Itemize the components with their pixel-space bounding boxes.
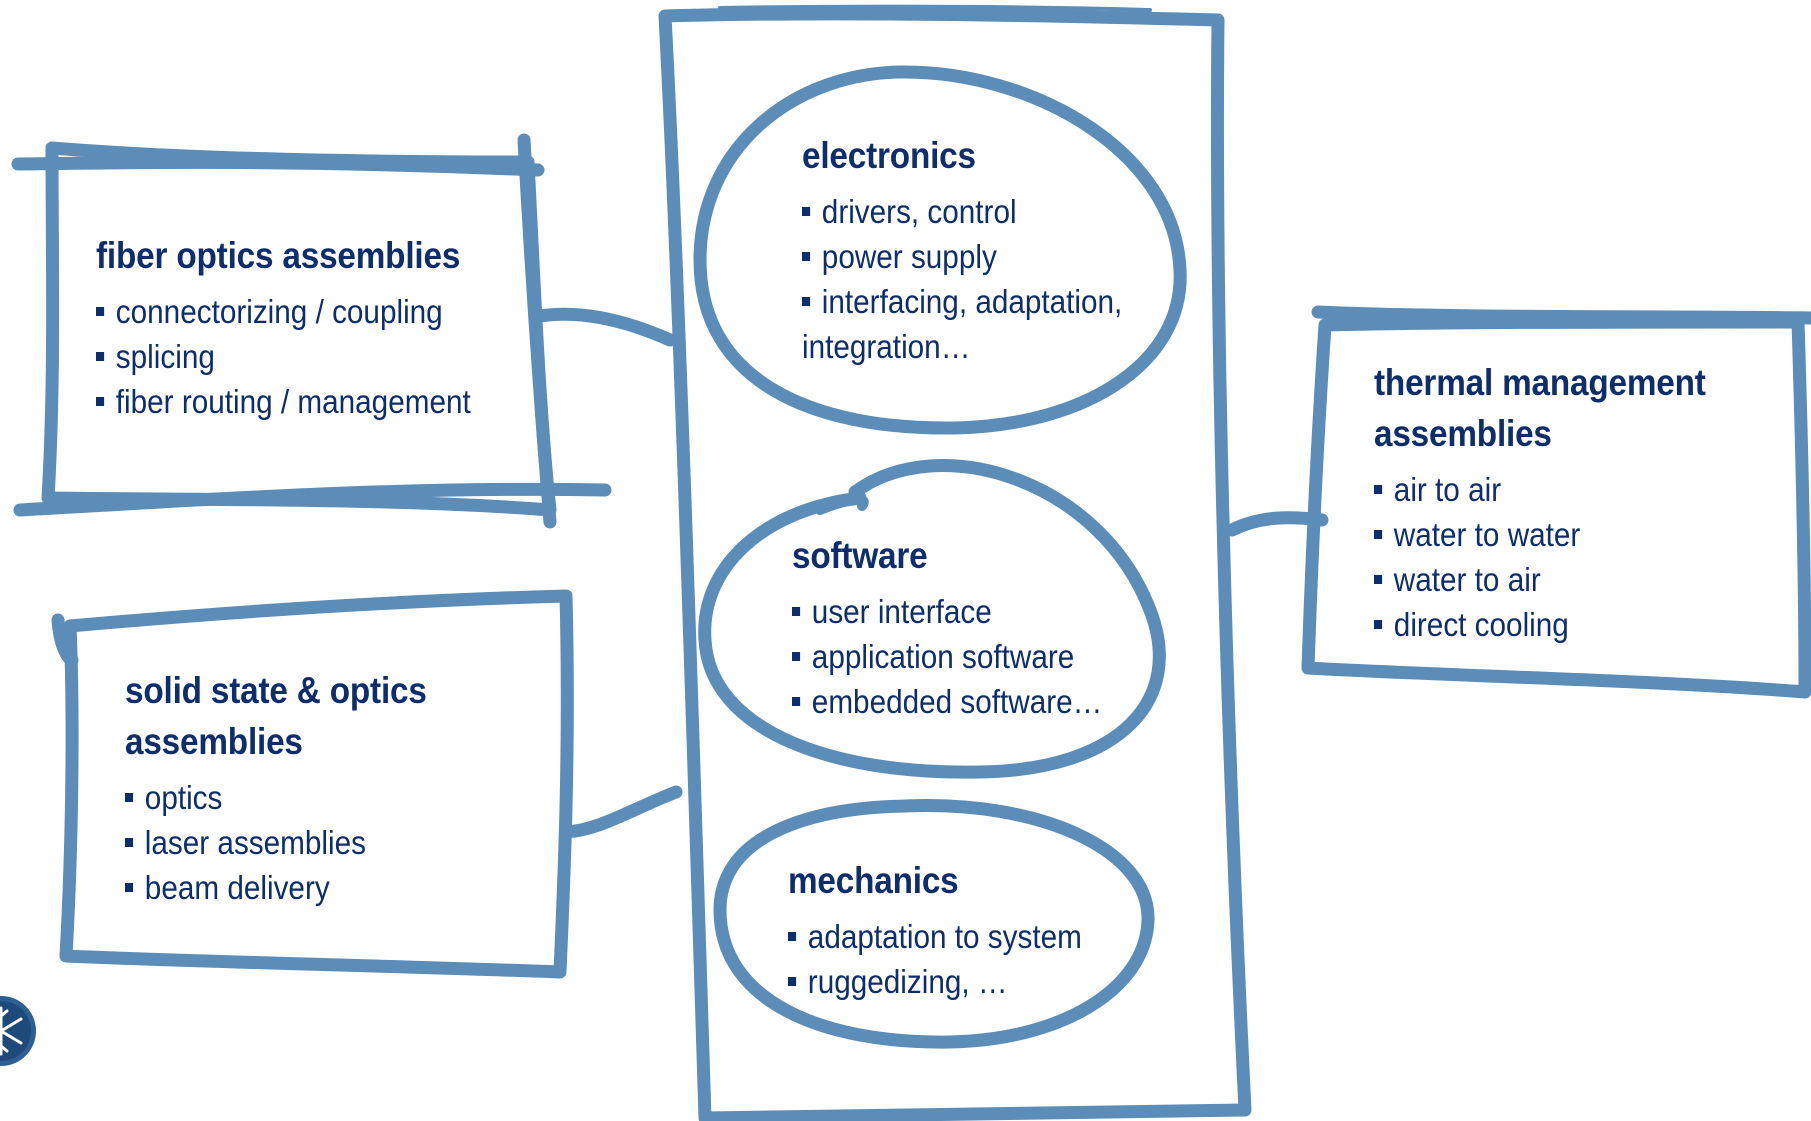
list-item: drivers, control — [802, 189, 1122, 234]
list-item: adaptation to system — [788, 914, 1082, 959]
solid-state-box — [59, 589, 574, 979]
square-bullet-icon — [96, 397, 105, 406]
list-item: embedded software… — [792, 679, 1102, 724]
list-item: laser assemblies — [125, 820, 427, 865]
square-bullet-icon — [1374, 485, 1383, 494]
square-bullet-icon — [96, 352, 105, 361]
fiber-optics-box-overhang-right — [517, 133, 557, 529]
fiber-optics-box-overhang-top — [11, 155, 545, 177]
thermal-list: air to air water to water water to air d… — [1374, 467, 1743, 647]
list-item: connectorizing / coupling — [96, 289, 471, 334]
square-bullet-icon — [1374, 575, 1383, 584]
list-item-continuation: integration… — [802, 328, 971, 365]
square-bullet-icon — [1374, 530, 1383, 539]
electronics-list: drivers, control power supply interfacin… — [802, 189, 1158, 369]
connector-solid-to-center — [559, 785, 683, 839]
thermal-block: thermal management assemblies air to air… — [1374, 357, 1743, 647]
software-bubble-flick — [815, 494, 869, 515]
center-container-top-stroke — [718, 4, 1152, 12]
mechanics-bubble — [713, 799, 1155, 1049]
square-bullet-icon — [802, 252, 811, 261]
list-item: beam delivery — [125, 865, 427, 910]
electronics-title: electronics — [802, 135, 976, 176]
square-bullet-icon — [788, 932, 797, 941]
list-item: application software — [792, 634, 1102, 679]
list-item: ruggedizing, … — [788, 959, 1082, 1004]
fiber-optics-block: fiber optics assemblies connectorizing /… — [96, 230, 512, 424]
list-item: optics — [125, 775, 427, 820]
list-item: fiber routing / management — [96, 379, 471, 424]
fiber-optics-box-overhang-bottom — [13, 482, 612, 517]
solid-state-block: solid state & optics assemblies optics l… — [125, 665, 460, 910]
software-bubble — [698, 459, 1166, 779]
solid-state-list: optics laser assemblies beam delivery — [125, 775, 460, 910]
thermal-box-overhang-top — [1311, 305, 1811, 325]
solid-state-box-overhang-left — [51, 613, 79, 667]
square-bullet-icon — [125, 793, 134, 802]
square-bullet-icon — [802, 207, 811, 216]
square-bullet-icon — [1374, 620, 1383, 629]
list-item: splicing — [96, 334, 471, 379]
solid-state-title-line-2: assemblies — [125, 721, 303, 762]
thermal-title-line-2: assemblies — [1374, 413, 1552, 454]
list-item: air to air — [1374, 467, 1706, 512]
square-bullet-icon — [792, 652, 801, 661]
thermal-title-line-1: thermal management — [1374, 362, 1706, 403]
square-bullet-icon — [125, 883, 134, 892]
fiber-optics-title: fiber optics assemblies — [96, 235, 461, 276]
software-title: software — [792, 535, 928, 576]
connector-fiber-to-center — [533, 307, 677, 347]
mechanics-list: adaptation to system ruggedizing, … — [788, 914, 1115, 1004]
list-item: power supply — [802, 234, 1122, 279]
fiber-optics-list: connectorizing / coupling splicing fiber… — [96, 289, 512, 424]
list-item: water to air — [1374, 557, 1706, 602]
snowflake-icon — [0, 996, 36, 1066]
electronics-block: electronics drivers, control power suppl… — [802, 130, 1158, 369]
software-block: software user interface application soft… — [792, 530, 1137, 724]
square-bullet-icon — [792, 697, 801, 706]
mechanics-title: mechanics — [788, 860, 959, 901]
square-bullet-icon — [788, 977, 797, 986]
square-bullet-icon — [96, 307, 105, 316]
list-item: water to water — [1374, 512, 1706, 557]
list-item: interfacing, adaptation,integration… — [802, 279, 1122, 369]
square-bullet-icon — [125, 838, 134, 847]
connector-thermal-to-center — [1225, 511, 1329, 537]
solid-state-title-line-1: solid state & optics — [125, 670, 427, 711]
square-bullet-icon — [792, 607, 801, 616]
electronics-bubble — [693, 65, 1187, 435]
list-item: direct cooling — [1374, 602, 1706, 647]
square-bullet-icon — [802, 297, 811, 306]
mechanics-block: mechanics adaptation to system ruggedizi… — [788, 855, 1115, 1004]
center-container-box — [658, 7, 1252, 1121]
software-list: user interface application software embe… — [792, 589, 1137, 724]
list-item: user interface — [792, 589, 1102, 634]
